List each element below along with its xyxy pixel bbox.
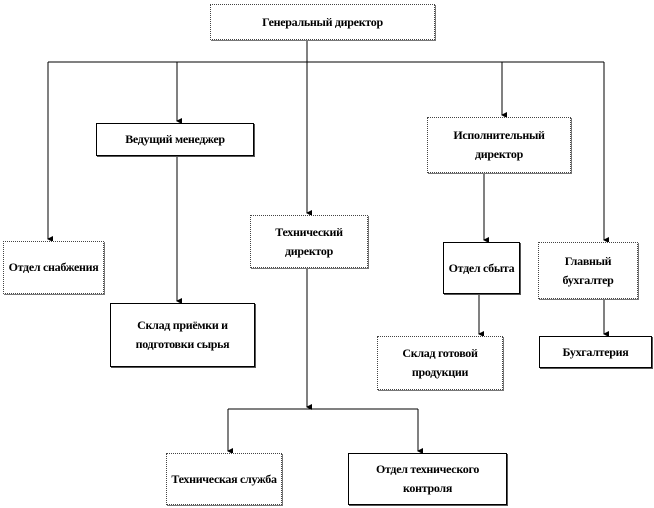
node-chief-accountant: Главный бухгалтер — [538, 242, 638, 299]
node-finished-warehouse: Склад готовой продукции — [377, 336, 503, 390]
node-accounting: Бухгалтерия — [539, 336, 652, 368]
node-raw-warehouse: Склад приёмки и подготовки сырья — [110, 303, 255, 367]
node-supply-dept: Отдел снабжения — [3, 241, 104, 294]
node-general-director: Генеральный директор — [210, 4, 435, 40]
node-technical-service: Техническая служба — [166, 453, 282, 505]
node-sales-dept: Отдел сбыта — [443, 242, 520, 294]
node-lead-manager: Ведущий менеджер — [96, 123, 254, 156]
node-executive-director: Исполнительный директор — [427, 117, 571, 173]
node-technical-director: Технический директор — [250, 215, 368, 268]
node-quality-control: Отдел технического контроля — [348, 453, 507, 505]
